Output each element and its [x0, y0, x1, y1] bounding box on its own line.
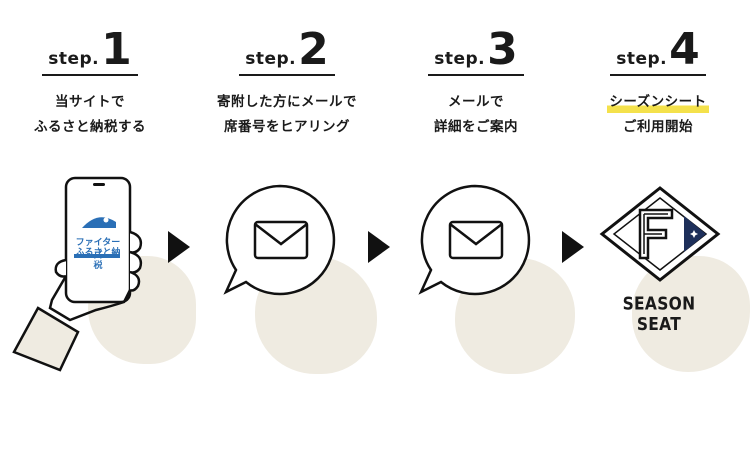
step-3: step.3 メールで 詳細をご案内 [386, 28, 566, 140]
step-1-heading: step.1 [42, 28, 138, 76]
step-3-description: メールで 詳細をご案内 [434, 94, 518, 135]
season-seat-label: SEASON SEAT [622, 293, 696, 335]
bg-blob-4 [632, 256, 750, 372]
mail-bubble-icon-1 [223, 184, 336, 296]
hand-phone-illustration [12, 176, 143, 372]
mail-bubble-icon-2 [418, 184, 531, 296]
phone-screen-title: ファイターズ [75, 238, 121, 261]
phone-screen-caption: FURUSATO NOUZEI [78, 260, 118, 265]
arrow-right-icon-2 [368, 231, 390, 263]
phone-screen-subtitle: ふるさと納税 [75, 248, 121, 271]
step-4: step.4 シーズンシート ご利用開始 [568, 28, 748, 140]
step-2-heading: step.2 [239, 28, 335, 76]
step-3-heading: step.3 [428, 28, 524, 76]
step-2-description: 寄附した方にメールで 席番号をヒアリング [217, 94, 357, 135]
step-2: step.2 寄附した方にメールで 席番号をヒアリング [197, 28, 377, 140]
step-4-description: シーズンシート ご利用開始 [568, 90, 748, 140]
arrow-right-icon-1 [168, 231, 190, 263]
highlighted-text: シーズンシート [607, 90, 709, 115]
step-4-heading: step.4 [610, 28, 706, 76]
step-1-description: 当サイトで ふるさと納税する [34, 94, 146, 135]
season-seat-logo-icon [599, 186, 721, 282]
arrow-right-icon-3 [562, 231, 584, 263]
step-1: step.1 当サイトで ふるさと納税する [0, 28, 180, 140]
